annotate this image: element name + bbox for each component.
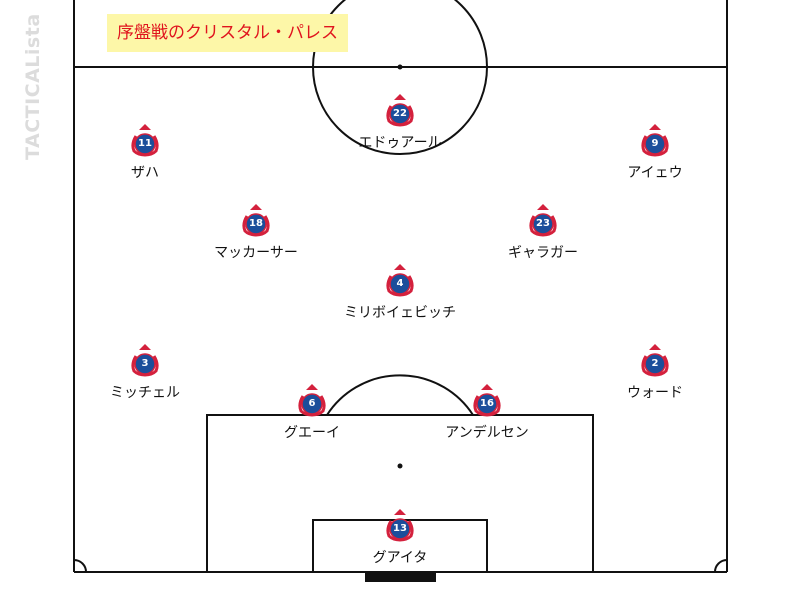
shirt-icon <box>386 509 414 542</box>
player-name: ミリボイェビッチ <box>344 305 456 321</box>
penalty-arc <box>326 374 474 416</box>
shirt-icon <box>131 124 159 157</box>
goal <box>365 572 436 582</box>
player-6: 6 グエーイ <box>252 384 372 444</box>
player-9: 9 アイェウ <box>595 124 715 184</box>
shirt-icon <box>386 94 414 127</box>
shirt-icon <box>242 204 270 237</box>
player-number: 2 <box>651 358 659 369</box>
player-23: 23 ギャラガー <box>483 204 603 264</box>
player-18: 18 マッカーサー <box>196 204 316 264</box>
player-name: アイェウ <box>627 165 683 181</box>
player-13: 13 グアイタ <box>340 509 460 569</box>
player-number: 11 <box>138 138 152 149</box>
player-name: ザハ <box>131 165 159 181</box>
shirt-icon <box>529 204 557 237</box>
diagram-title: 序盤戦のクリスタル・パレス <box>107 14 348 52</box>
shirt-icon <box>131 344 159 377</box>
corner-arc-left <box>73 559 87 573</box>
player-number: 3 <box>141 358 149 369</box>
shirt-icon <box>298 384 326 417</box>
player-name: マッカーサー <box>214 245 298 261</box>
shirt-icon <box>641 344 669 377</box>
player-number: 22 <box>393 108 407 119</box>
player-number: 4 <box>396 278 404 289</box>
player-name: グエーイ <box>284 425 340 441</box>
player-name: ギャラガー <box>508 245 578 261</box>
player-number: 23 <box>536 218 550 229</box>
player-22: 22 エドゥアール <box>340 94 460 154</box>
penalty-spot <box>397 463 403 469</box>
player-number: 18 <box>249 218 263 229</box>
player-name: ミッチェル <box>110 385 180 401</box>
player-name: ウォード <box>627 385 683 401</box>
player-11: 11 ザハ <box>85 124 205 184</box>
center-circle <box>312 0 488 155</box>
shirt-icon <box>641 124 669 157</box>
watermark: TACTICALista <box>22 13 44 160</box>
player-name: アンデルセン <box>445 425 529 441</box>
shirt-icon <box>386 264 414 297</box>
player-2: 2 ウォード <box>595 344 715 404</box>
player-16: 16 アンデルセン <box>427 384 547 444</box>
player-number: 6 <box>308 398 316 409</box>
player-4: 4 ミリボイェビッチ <box>340 264 460 324</box>
corner-arc-right <box>714 559 728 573</box>
player-number: 13 <box>393 523 407 534</box>
player-3: 3 ミッチェル <box>85 344 205 404</box>
center-spot <box>397 64 403 70</box>
shirt-icon <box>473 384 501 417</box>
player-name: エドゥアール <box>358 135 442 151</box>
player-name: グアイタ <box>372 550 428 566</box>
player-number: 9 <box>651 138 659 149</box>
player-number: 16 <box>480 398 494 409</box>
